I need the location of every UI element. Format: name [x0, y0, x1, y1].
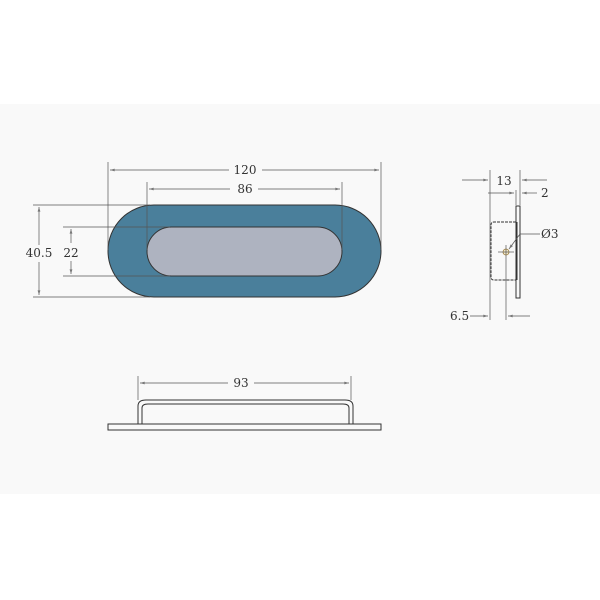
dim-overall-length: 120: [234, 163, 257, 177]
bottom-view: 93: [107, 376, 382, 431]
front-view: 120 86 40.5 22: [26, 162, 382, 298]
dim-recess-length: 86: [237, 182, 252, 196]
dim-hole-diameter: Ø3: [541, 227, 558, 241]
dim-offset: 6.5: [450, 309, 469, 323]
dim-flange-thickness: 2: [541, 186, 549, 200]
inner-recess: [146, 226, 343, 277]
dim-depth: 13: [496, 174, 511, 188]
drawing-background: [0, 104, 600, 494]
dim-recess-height: 22: [63, 246, 78, 260]
dim-bottom-length: 93: [233, 376, 248, 390]
side-view: 13 2 Ø3 6.5: [450, 170, 558, 323]
dim-overall-height: 40.5: [26, 246, 53, 260]
